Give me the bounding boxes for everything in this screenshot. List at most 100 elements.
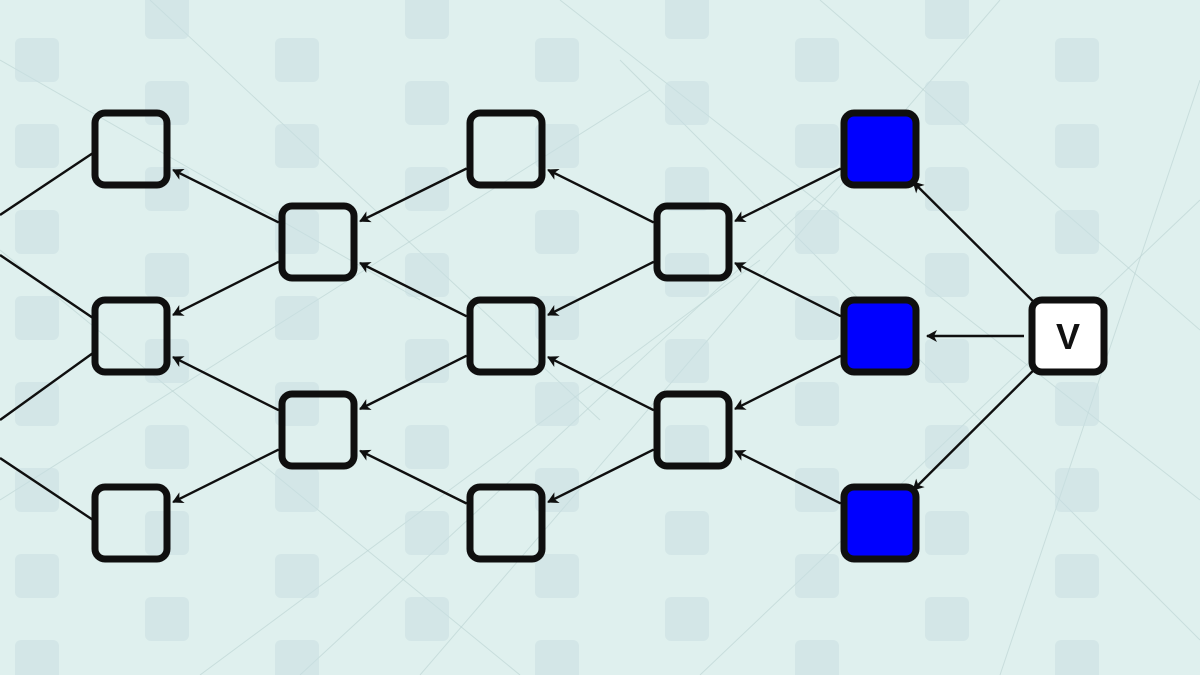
edge-arrow: [734, 449, 842, 505]
background-tile: [405, 511, 449, 555]
background-tile: [275, 468, 319, 512]
node-c2-top: [278, 202, 358, 282]
background-tile: [665, 339, 709, 383]
background-tile: [665, 81, 709, 125]
background-tile: [665, 425, 709, 469]
background-tile: [665, 0, 709, 39]
node-c2-bot: [278, 390, 358, 470]
node-c1-top: [91, 109, 171, 189]
background-line: [819, 0, 1200, 331]
edge-line-offscreen: [0, 254, 94, 319]
background-tile: [795, 296, 839, 340]
background-tile: [535, 640, 579, 675]
background-tile: [535, 382, 579, 426]
background-line: [999, 79, 1200, 675]
edge-arrow: [912, 181, 1038, 306]
background-tile: [145, 0, 189, 39]
background-tiles: [15, 0, 1099, 675]
filled-node-box: [840, 483, 920, 563]
background-tile: [15, 382, 59, 426]
edge-arrow: [734, 354, 842, 410]
background-tile: [15, 38, 59, 82]
background-tile: [15, 640, 59, 675]
node-label: V: [1056, 316, 1080, 357]
background-tile: [145, 253, 189, 297]
background-tile: [795, 468, 839, 512]
node-c4-bot: [653, 390, 733, 470]
background-tile: [795, 640, 839, 675]
edge-arrow: [359, 261, 468, 318]
background-line: [199, 259, 761, 675]
background-tile: [535, 210, 579, 254]
background-tile: [925, 253, 969, 297]
background-tile: [275, 296, 319, 340]
node-box: [466, 296, 546, 376]
node-box: [91, 483, 171, 563]
filled-node-box: [840, 109, 920, 189]
background-tile: [1055, 640, 1099, 675]
background-tile: [795, 382, 839, 426]
background-tile: [925, 511, 969, 555]
background-tile: [535, 38, 579, 82]
background-tile: [405, 253, 449, 297]
node-c1-bot: [91, 483, 171, 563]
node-c3-mid: [466, 296, 546, 376]
node-c5-mid: [840, 296, 920, 376]
background-line: [0, 59, 421, 301]
background-tile: [1055, 468, 1099, 512]
background-tile: [145, 597, 189, 641]
edge-line-offscreen: [0, 152, 94, 216]
edge-arrow: [734, 262, 842, 318]
node-box: [653, 390, 733, 470]
node-box: [466, 483, 546, 563]
background-tile: [405, 0, 449, 39]
edge-arrow: [172, 448, 280, 504]
background-tile: [15, 210, 59, 254]
edge-line-offscreen: [0, 457, 94, 521]
background-tile: [665, 597, 709, 641]
node-box: [278, 390, 358, 470]
background-tile: [1055, 554, 1099, 598]
background-tile: [925, 425, 969, 469]
edge-arrow: [359, 354, 468, 411]
background-tile: [665, 511, 709, 555]
node-box: [1028, 296, 1108, 376]
background-tile: [275, 38, 319, 82]
background-tile: [15, 296, 59, 340]
edge-arrow: [172, 168, 280, 224]
background-tile: [1055, 124, 1099, 168]
edge-layer: [172, 167, 1038, 505]
background-tile: [535, 124, 579, 168]
node-c3-top: [466, 109, 546, 189]
background-tile: [1055, 38, 1099, 82]
node-box: [653, 202, 733, 282]
background-tile: [795, 38, 839, 82]
edge-arrow: [547, 356, 655, 412]
edge-arrow: [172, 260, 280, 316]
background-tile: [795, 554, 839, 598]
edge-line-offscreen: [0, 352, 94, 421]
background-tile: [1055, 382, 1099, 426]
background-tile: [535, 296, 579, 340]
node-c4-top: [653, 202, 733, 282]
filled-node-box: [840, 296, 920, 376]
node-layer: V: [91, 109, 1108, 563]
background-tile: [15, 124, 59, 168]
background-tile: [925, 0, 969, 39]
background-tile: [275, 124, 319, 168]
background-tile: [925, 81, 969, 125]
background-tile: [1055, 210, 1099, 254]
background-tile: [15, 554, 59, 598]
node-v: V: [1028, 296, 1108, 376]
edge-arrow: [547, 448, 655, 504]
edge-arrow: [547, 260, 655, 316]
background-tile: [15, 468, 59, 512]
edge-arrow: [172, 356, 280, 412]
background-tile: [275, 640, 319, 675]
background-tile: [275, 210, 319, 254]
background-tile: [405, 81, 449, 125]
background-tile: [405, 339, 449, 383]
background-tile: [795, 210, 839, 254]
background-tile: [275, 554, 319, 598]
